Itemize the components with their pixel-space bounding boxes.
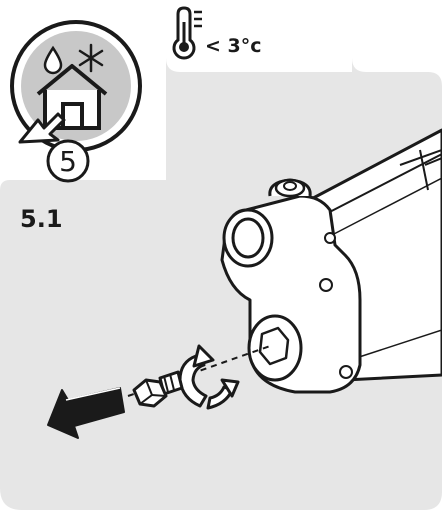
- step-number: 5: [59, 145, 77, 178]
- snowflake-icon: [78, 43, 104, 73]
- remove-direction-arrow-icon: [47, 387, 125, 439]
- water-drop-icon: [43, 45, 63, 75]
- pump-body-illustration: [220, 128, 442, 394]
- temperature-note: < 3°c: [205, 35, 262, 57]
- counterclockwise-rotation-icon: [178, 344, 240, 410]
- pointer-arrow-icon: [18, 112, 66, 144]
- thermometer-icon: [172, 6, 202, 60]
- step-number-badge: 5: [46, 139, 90, 183]
- drain-plug-icon: [132, 370, 184, 408]
- step-label: 5.1: [20, 205, 63, 233]
